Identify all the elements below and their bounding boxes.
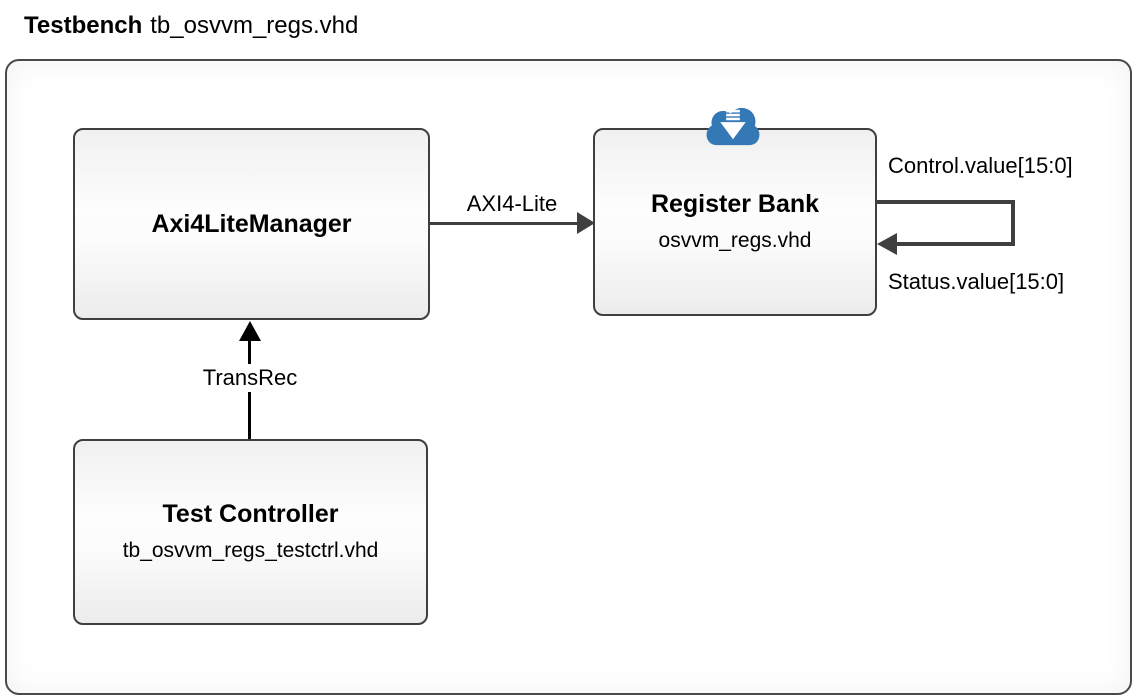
control-connector-line [877,200,1015,204]
page-title: Testbench tb_osvvm_regs.vhd [24,10,358,42]
axi4lite-connector-label: AXI4-Lite [466,191,558,216]
page-title-filename: tb_osvvm_regs.vhd [150,12,359,39]
cloud-download-icon [706,107,760,146]
axi4lite-manager-title: Axi4LiteManager [151,210,352,238]
register-bank-filename: osvvm_regs.vhd [658,229,812,252]
block-axi4lite-manager: Axi4LiteManager [73,128,430,320]
status-arrowhead-icon [877,233,897,255]
axi4lite-arrowhead-icon [577,212,595,234]
transrec-arrowhead-icon [239,321,261,341]
register-bank-title: Register Bank [650,190,820,218]
axi4lite-connector-line [430,222,577,225]
status-connector-line [897,242,1015,246]
status-signal-label: Status.value[15:0] [888,269,1065,294]
page-title-main: Testbench [24,12,143,39]
block-test-controller: Test Controller tb_osvvm_regs_testctrl.v… [73,439,428,625]
feedback-loop-vertical-line [1011,200,1015,246]
block-register-bank: Register Bank osvvm_regs.vhd [593,128,877,316]
transrec-connector-label: TransRec [170,364,330,392]
test-controller-filename: tb_osvvm_regs_testctrl.vhd [122,539,379,562]
control-signal-label: Control.value[15:0] [888,153,1073,178]
test-controller-title: Test Controller [162,500,339,528]
